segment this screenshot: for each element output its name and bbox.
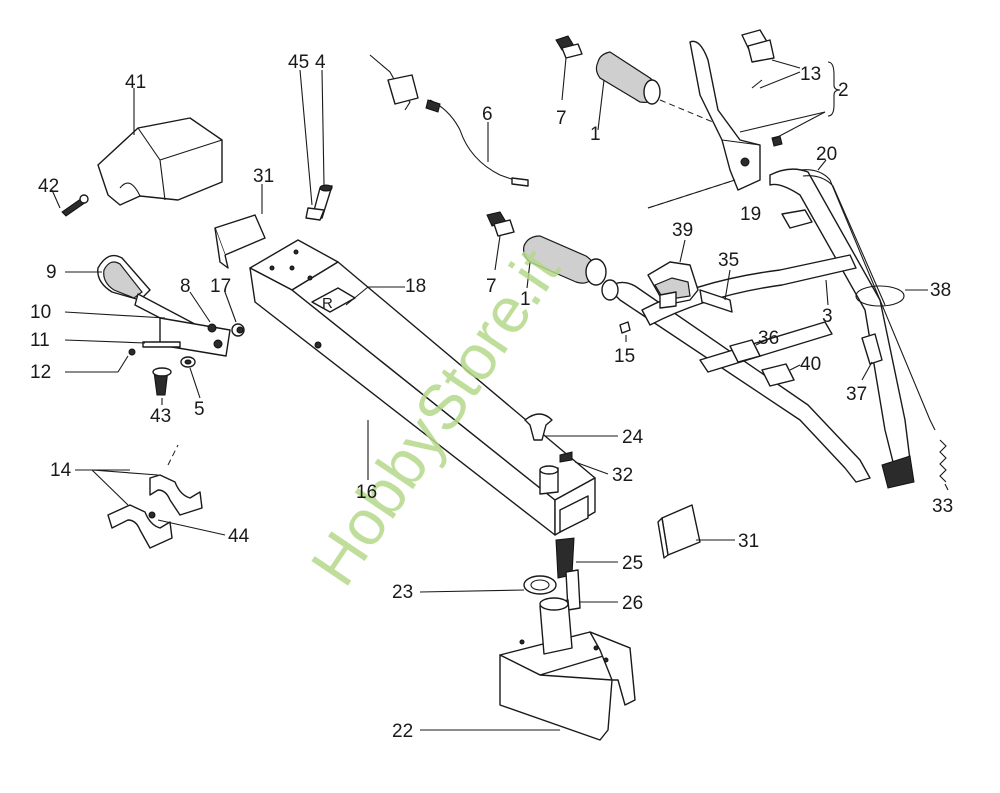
callout-8: 8 — [180, 276, 191, 297]
callout-26: 26 — [622, 593, 643, 614]
callout-32: 32 — [612, 465, 633, 486]
sleeve-part-40 — [761, 363, 795, 387]
callout-38: 38 — [930, 280, 951, 301]
collar-part-32b — [539, 465, 559, 495]
throttle-lever-part-2 — [689, 29, 783, 191]
callout-13: 13 — [800, 64, 821, 85]
end-cap-part-31-top — [214, 214, 266, 269]
callout-20: 20 — [816, 144, 837, 165]
callout-25: 25 — [622, 553, 643, 574]
main-tube-part-16: R — [249, 239, 596, 536]
ring-part-23 — [523, 575, 557, 595]
callout-5: 5 — [194, 399, 205, 420]
callout-43: 43 — [150, 406, 171, 427]
switch-part-7-top — [555, 35, 583, 59]
switch-housing-part-39 — [647, 261, 699, 309]
callout-31-top: 31 — [253, 166, 274, 187]
tube-logo-r: R — [322, 295, 333, 312]
sleeve-part-37 — [861, 333, 883, 365]
washer-part-5 — [180, 356, 196, 368]
callout-14: 14 — [50, 460, 72, 481]
callout-42: 42 — [38, 176, 59, 197]
cover-part-41 — [97, 117, 223, 206]
sleeve-part-36 — [729, 339, 761, 363]
callout-23: 23 — [392, 582, 413, 603]
mounting-bracket-part-22 — [499, 597, 636, 741]
handlebar-frame-part-3 — [607, 168, 915, 489]
set-screw-part-32 — [559, 451, 573, 463]
callout-6: 6 — [482, 104, 493, 125]
throttle-lever-assembly — [97, 254, 245, 357]
callout-24: 24 — [622, 427, 644, 448]
callout-45: 45 — [288, 52, 309, 73]
spring-part-33 — [939, 439, 947, 483]
callout-36: 36 — [758, 328, 779, 349]
bolt-part-4 — [305, 184, 333, 221]
callout-15: 15 — [614, 346, 635, 367]
callout-1-mid: 1 — [520, 289, 531, 310]
callout-11: 11 — [30, 330, 50, 351]
callout-39: 39 — [672, 220, 693, 241]
callout-16: 16 — [356, 482, 377, 503]
callout-7-top: 7 — [556, 108, 567, 129]
callout-12: 12 — [30, 362, 51, 383]
callout-33: 33 — [932, 496, 953, 517]
clamp-part-14 — [107, 474, 203, 549]
callout-19: 19 — [740, 204, 761, 225]
callout-1-top: 1 — [590, 124, 601, 145]
cable-part-6 — [369, 54, 529, 187]
cable-clip-part-38 — [855, 285, 905, 307]
callout-9: 9 — [46, 262, 57, 283]
callout-labels: 41 42 31 45 4 6 7 1 13 2 20 19 9 8 17 18… — [30, 52, 953, 742]
screw-part-42 — [61, 194, 89, 217]
sleeve-part-19 — [781, 209, 813, 229]
screw-part-15 — [619, 321, 631, 334]
callout-17: 17 — [210, 276, 231, 297]
callout-37: 37 — [846, 384, 867, 405]
callout-31-bottom: 31 — [738, 531, 759, 552]
callout-41: 41 — [125, 72, 146, 93]
callout-40: 40 — [800, 354, 821, 375]
callout-22: 22 — [392, 721, 413, 742]
callout-3: 3 — [822, 306, 833, 327]
callout-7-mid: 7 — [486, 276, 497, 297]
callout-44: 44 — [228, 526, 250, 547]
callout-10: 10 — [30, 302, 51, 323]
knob-part-24 — [524, 413, 553, 441]
pin-part-26 — [565, 569, 581, 611]
grip-part-1-mid — [523, 235, 619, 301]
callout-2: 2 — [838, 80, 849, 101]
cable-part-20 — [799, 169, 936, 431]
callout-4: 4 — [315, 52, 326, 73]
switch-part-7-mid — [486, 211, 515, 237]
grip-part-1-top — [595, 51, 661, 105]
bolt-part-43 — [152, 367, 172, 396]
end-cap-part-31-bottom — [657, 504, 701, 559]
callout-18: 18 — [405, 276, 426, 297]
callout-35: 35 — [718, 250, 739, 271]
